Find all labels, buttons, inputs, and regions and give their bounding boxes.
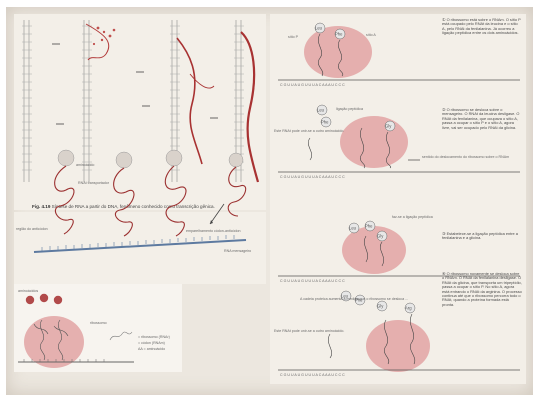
aa-phe-1: Phe — [335, 32, 343, 37]
ribosome-diagram: aminoácidos ribossomo = ribossomo (RNAr)… — [14, 284, 182, 372]
trna-figure: aminoácido RNAt transportador região do … — [14, 212, 266, 284]
aa-gly-2: Gly — [385, 124, 392, 129]
legend-2: = códon (RNAm) — [138, 341, 165, 345]
label-rnam: RNA mensageiro — [224, 249, 251, 253]
label-aminoacidos: aminoácidos — [18, 289, 38, 293]
label-regiao: região do anticódon — [16, 227, 48, 231]
aa-gly-3: Gly — [377, 234, 384, 239]
trna-diagram: aminoácido RNAt transportador região do … — [14, 212, 266, 284]
codons-3: C G U U A U G U U U A C A A A U C C C — [280, 279, 345, 283]
aa-leu-3: Leu — [349, 226, 357, 231]
aa-arg-4: Arg — [405, 306, 412, 311]
transcription-figure: Fig. 4.19 Síntese de RNA a partir do DNA… — [14, 14, 266, 210]
figure-number: Fig. 4.19 — [32, 204, 50, 209]
step-2-text: ② O ribossomo se desloca sobre o mensage… — [442, 108, 522, 130]
codons-2: C G U U A U G U U U A C A A A U C C C — [280, 175, 345, 179]
legend-3: AA = aminoácido — [138, 347, 165, 351]
codons-4: C G U U A U G U U U A C A A A U C C C — [280, 373, 345, 377]
label-sitio-p: sítio P — [288, 35, 299, 39]
figure-caption: Fig. 4.19 Síntese de RNA a partir do DNA… — [32, 204, 278, 209]
legend-1: = ribossomo (RNAr) — [138, 335, 170, 339]
label-ligacao: ligação peptídica — [336, 107, 363, 111]
codons-1: C G U U A U G U U U A C A A A U C C C — [280, 83, 345, 87]
aa-leu-2: Leu — [317, 108, 325, 113]
label-emparelhamento: emparelhamento códon-anticódon — [186, 229, 241, 233]
step-4-text: ④ O ribossomo novamente se desloca sobre… — [442, 272, 522, 307]
label-sitio-a: sítio A — [366, 33, 376, 37]
translation-figure: Leu Phe sítio P sítio A C G U U A U G U … — [270, 14, 526, 384]
step-1-text: ① O ribossomo está sobre o RNAm. O sítio… — [442, 18, 522, 36]
label-cadeia: A cadeia proteica aumenta à medida que o… — [300, 297, 408, 301]
label-rnat: RNAt transportador — [78, 181, 110, 185]
aa-leu-1: Leu — [315, 26, 323, 31]
step-3-text: ③ Estabelece-se a ligação peptídica entr… — [442, 232, 522, 241]
aa-phe-2: Phe — [321, 120, 329, 125]
translation-diagram: Leu Phe sítio P sítio A C G U U A U G U … — [270, 14, 526, 384]
label-sentido: sentido do deslocamento do ribossomo sob… — [422, 155, 509, 159]
label-este-rnat-1: Este RNAt pode unir-se a outro aminoácid… — [274, 129, 344, 133]
ribosome-figure: aminoácidos ribossomo = ribossomo (RNAr)… — [14, 284, 182, 372]
aa-phe-3: Phe — [365, 224, 373, 229]
transcription-diagram — [14, 14, 266, 210]
aa-gly-4: Gly — [377, 304, 384, 309]
label-faz-ligacao: faz-se a ligação peptídica — [392, 215, 433, 219]
label-ribossomo: ribossomo — [90, 321, 107, 325]
label-este-rnat-2: Este RNAt pode unir-se a outro aminoácid… — [274, 329, 344, 333]
label-aminoacido: aminoácido — [76, 163, 94, 167]
figure-caption-text: Síntese de RNA a partir do DNA, fenômeno… — [52, 204, 215, 209]
